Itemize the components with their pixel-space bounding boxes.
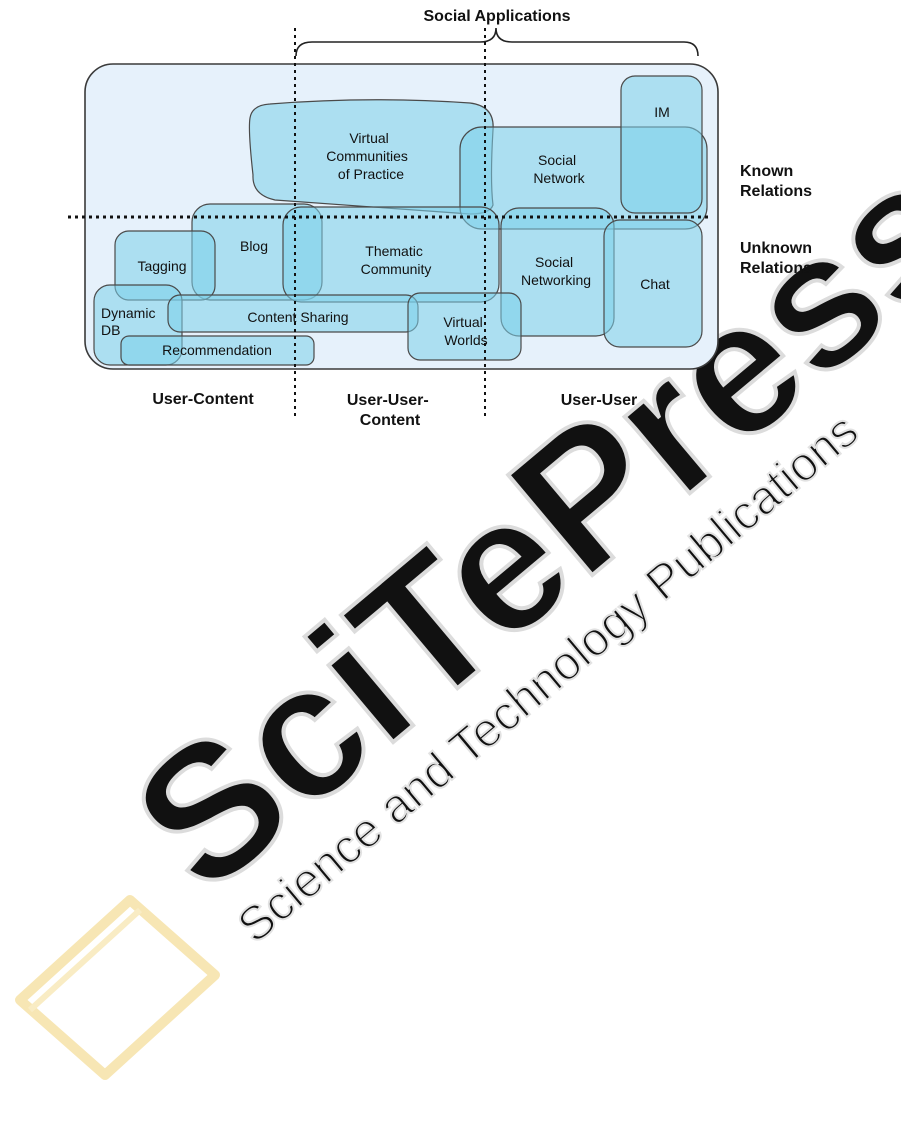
node-thematic-community-label: Thematic Community	[361, 243, 432, 277]
watermark-logo-icon	[15, 895, 220, 1080]
node-chat-label: Chat	[640, 276, 670, 292]
node-blog-label: Blog	[240, 238, 268, 254]
row-label-known: Known Relations	[740, 163, 812, 200]
node-labels: Virtual Communities of Practice Social N…	[101, 104, 670, 358]
column-label-user-content: User-Content	[152, 391, 254, 408]
node-im-label: IM	[654, 104, 670, 120]
node-social-networking-label: Social Networking	[521, 254, 591, 288]
node-shapes	[93, 75, 708, 366]
node-virtual-worlds-label: Virtual Worlds	[443, 314, 487, 348]
guide-lines	[68, 28, 712, 418]
node-recommendation-label: Recommendation	[162, 342, 272, 358]
node-content-sharing-label: Content Sharing	[247, 309, 348, 325]
node-chat-shape	[603, 219, 703, 348]
node-vcop-label: Virtual Communities of Practice	[326, 130, 412, 182]
node-social-network-label: Social Network	[533, 152, 585, 186]
node-virtual-worlds-shape	[407, 292, 522, 361]
node-im-shape	[620, 75, 703, 214]
node-tagging-label: Tagging	[137, 258, 186, 274]
column-label-user-user: User-User	[561, 392, 637, 409]
node-dynamic-db-label: Dynamic DB	[101, 305, 159, 338]
node-recommendation-shape	[120, 335, 315, 366]
column-label-user-user-content: User-User- Content	[347, 392, 433, 429]
title-brace	[295, 27, 699, 57]
row-label-unknown: Unknown Relations	[740, 240, 816, 277]
diagram-title: Social Applications	[424, 8, 571, 25]
